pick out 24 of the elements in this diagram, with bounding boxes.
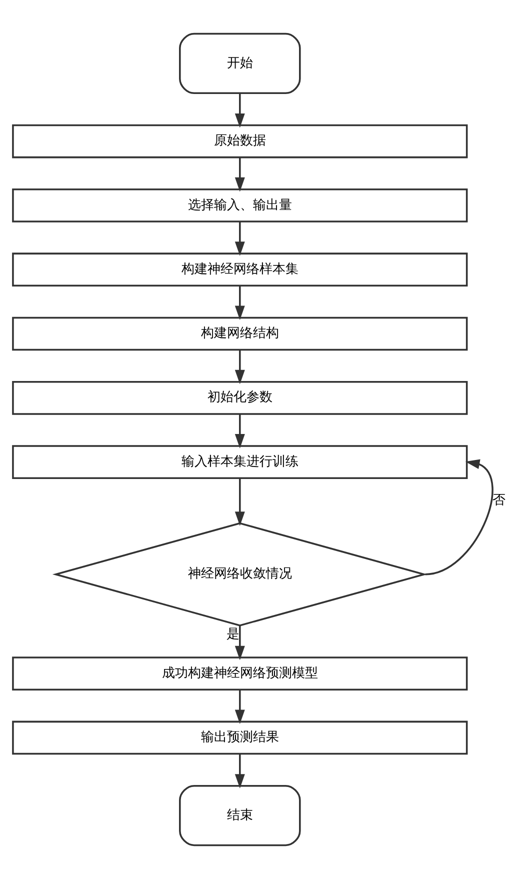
node-box: 结束 (179, 784, 301, 846)
arrow (234, 478, 245, 526)
arrow (234, 754, 245, 788)
arrow (234, 157, 245, 192)
node-box: 选择输入、输出量 (12, 188, 468, 222)
edge-label: 是 (226, 626, 240, 642)
node-box: 原始数据 (12, 124, 468, 158)
node-box: 初始化参数 (12, 380, 468, 415)
arrow (234, 350, 245, 384)
node-box: 输入样本集进行训练 (12, 445, 468, 479)
node-box: 构建神经网络样本集 (12, 252, 468, 287)
arrow (425, 459, 494, 576)
node-diamond: 神经网络收敛情况 (52, 522, 428, 626)
edge-label: 否 (492, 493, 506, 508)
node-box: 输出预测结果 (12, 720, 468, 755)
arrow (234, 414, 245, 448)
arrow (234, 93, 245, 128)
node-box: 构建网络结构 (12, 316, 468, 351)
arrow (234, 222, 245, 256)
node-box: 成功构建神经网络预测模型 (12, 656, 468, 690)
arrow (234, 286, 245, 320)
node-box: 开始 (179, 32, 301, 94)
arrow (234, 690, 245, 724)
arrow (234, 626, 245, 660)
